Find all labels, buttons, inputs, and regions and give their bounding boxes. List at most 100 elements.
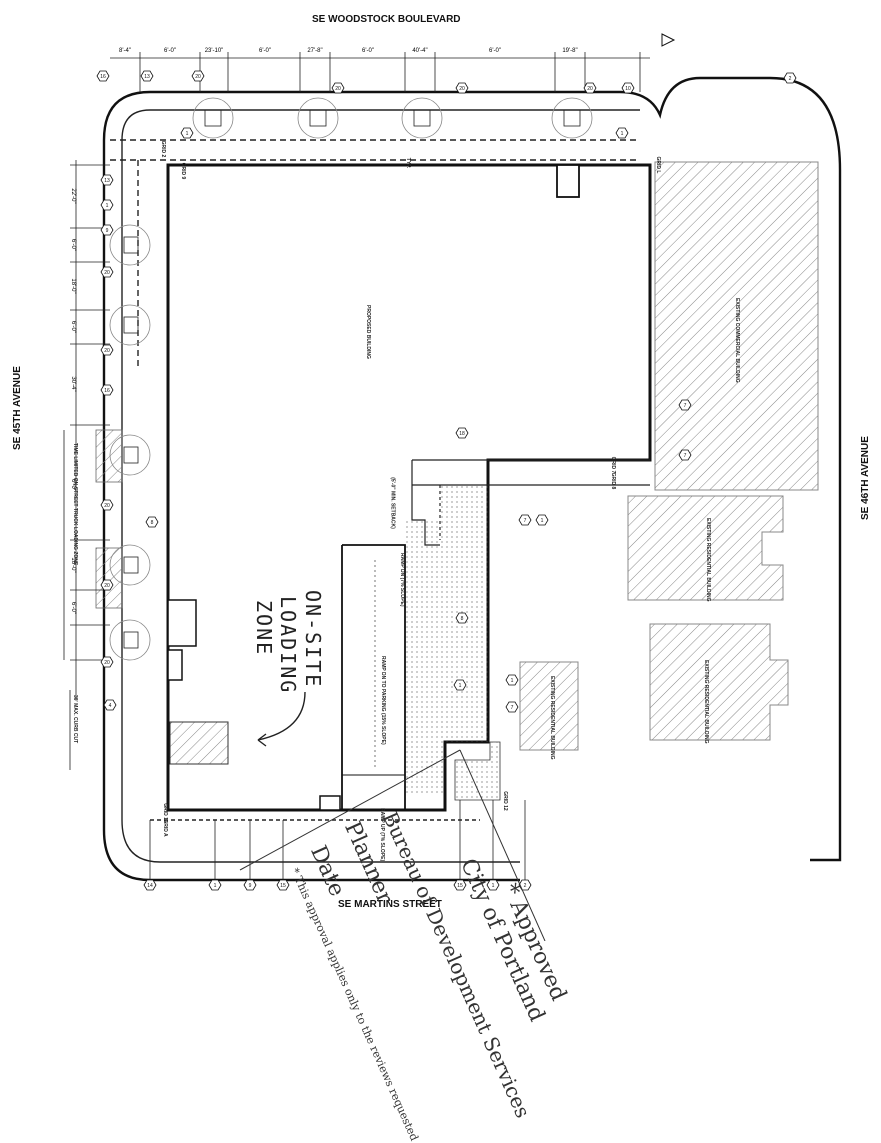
entry-box — [319, 795, 341, 811]
site-plan-drawing: 16 13 20 20 20 20 10 2 13 1 9 20 20 16 2… — [63, 33, 842, 941]
svg-text:4: 4 — [109, 703, 112, 709]
grid-l-label: GRID L — [655, 156, 661, 174]
setback-lines — [411, 459, 650, 546]
svg-text:1: 1 — [541, 518, 544, 524]
svg-text:20: 20 — [587, 86, 593, 92]
handwritten-arrow — [257, 691, 306, 747]
svg-text:20: 20 — [104, 348, 110, 354]
svg-text:7: 7 — [524, 518, 527, 524]
svg-text:1: 1 — [621, 131, 624, 137]
existing-commercial-building — [654, 161, 819, 491]
dimension-text-left: 22'-0" — [70, 188, 76, 203]
svg-text:8: 8 — [151, 520, 154, 526]
dimension-text-left: 6'-0" — [70, 321, 76, 333]
dimension-text-left: 6'-0" — [70, 479, 76, 491]
svg-text:9: 9 — [249, 883, 252, 889]
trash-room — [167, 649, 183, 681]
dimension-text-top: 8'-4" — [119, 48, 131, 54]
svg-text:18: 18 — [459, 431, 465, 437]
courtyard-paving — [405, 485, 488, 795]
svg-text:8: 8 — [461, 616, 464, 622]
leader-lines-bottom — [149, 800, 526, 880]
street-loading-hatch-1 — [95, 429, 123, 483]
approval-stamp-lines — [239, 749, 546, 941]
existing-residential-building-3 — [519, 661, 579, 751]
dimension-text-top: 23'-10" — [205, 48, 224, 54]
street-loading-hatch-2 — [95, 547, 123, 609]
typ-label: TYP. — [405, 157, 411, 169]
dimension-text-left: 6'-0" — [70, 602, 76, 614]
svg-text:1: 1 — [511, 678, 514, 684]
existing-residential-building-1 — [627, 495, 784, 601]
handwritten-loading: LOADING — [276, 596, 300, 695]
svg-text:20: 20 — [195, 74, 201, 80]
dimension-text-top: 27'-8" — [307, 48, 322, 54]
svg-text:15: 15 — [280, 883, 286, 889]
utility-room — [167, 599, 197, 647]
svg-text:20: 20 — [459, 86, 465, 92]
dimension-text-left: 6'-0" — [70, 239, 76, 251]
site-boundary — [102, 76, 842, 882]
sidewalk-lines — [110, 109, 640, 863]
handwritten-zone: ZONE — [252, 600, 276, 657]
loading-zone-label: TIME LIMITED ON-STREET TRUCK LOADING ZON… — [72, 443, 78, 566]
dimension-text-top: 6'-0" — [259, 48, 271, 54]
ramp-parking-label: RAMP DN TO PARKING (15% SLOPE) — [380, 656, 386, 745]
svg-text:20: 20 — [104, 270, 110, 276]
dimension-text-top: 19'-8" — [562, 48, 577, 54]
svg-text:2: 2 — [524, 883, 527, 889]
svg-text:14: 14 — [147, 883, 153, 889]
svg-text:20: 20 — [104, 583, 110, 589]
dimension-text-top: 6'-0" — [362, 48, 374, 54]
stair-box — [556, 164, 580, 198]
svg-text:20: 20 — [104, 503, 110, 509]
ramp-dn-label: RAMP DN (7% SLOPE) — [399, 553, 405, 607]
svg-text:9: 9 — [106, 228, 109, 234]
street-trees-west — [109, 224, 151, 661]
dimension-text-left: 18'-0" — [70, 278, 76, 293]
landscape-strip — [454, 741, 501, 801]
grid-a-label: GRID A — [162, 819, 168, 837]
street-label-west: SE 45TH AVENUE — [12, 366, 23, 450]
dimension-lines-left — [63, 160, 110, 770]
dimension-text-top: 6'-0" — [489, 48, 501, 54]
street-trees-north — [192, 97, 593, 139]
grid-2-label: GRID 2 — [160, 140, 166, 158]
parking-ramp — [341, 544, 406, 810]
svg-text:13: 13 — [104, 178, 110, 184]
setback-label: (5'-0" MIN. SETBACK) — [389, 477, 396, 529]
grid-8-label: GRID 8 — [610, 472, 616, 490]
svg-text:7: 7 — [684, 403, 687, 409]
svg-text:1: 1 — [492, 883, 495, 889]
dimension-text-top: 6'-0" — [164, 48, 176, 54]
svg-text:20: 20 — [104, 660, 110, 666]
on-site-loading-hatch — [169, 721, 229, 765]
svg-text:10: 10 — [625, 86, 631, 92]
handwritten-on-site: ON-SITE — [301, 590, 325, 689]
svg-text:16: 16 — [100, 74, 106, 80]
svg-text:7: 7 — [511, 705, 514, 711]
existing-residential-label-3: EXISTING RESIDENTIAL BUILDING — [549, 676, 555, 760]
svg-text:1: 1 — [459, 683, 462, 689]
svg-text:1: 1 — [214, 883, 217, 889]
svg-text:15: 15 — [457, 883, 463, 889]
svg-text:2: 2 — [789, 76, 792, 82]
svg-text:16: 16 — [104, 388, 110, 394]
street-label-east: SE 46TH AVENUE — [860, 436, 871, 520]
keynote-tags: 16 13 20 20 20 20 10 2 13 1 9 20 20 16 2… — [96, 70, 797, 891]
grid-9-label: GRID 9 — [180, 162, 186, 180]
svg-text:13: 13 — [144, 74, 150, 80]
dimension-text-top: 40'-4" — [412, 48, 427, 54]
existing-residential-label-1: EXISTING RESIDENTIAL BUILDING — [705, 518, 711, 602]
dimension-lines-top — [110, 52, 650, 92]
svg-text:1: 1 — [106, 203, 109, 209]
proposed-building-label: PROPOSED BUILDING — [365, 305, 371, 359]
grid-12-label-right: GRID 12 — [502, 791, 508, 811]
svg-text:20: 20 — [335, 86, 341, 92]
existing-residential-building-2 — [649, 623, 789, 741]
svg-text:1: 1 — [186, 131, 189, 137]
north-arrow-icon — [661, 33, 676, 47]
existing-commercial-label: EXISTING COMMERCIAL BUILDING — [734, 298, 740, 383]
curb-cut-label: 30' MAX. CURB CUT — [72, 695, 78, 744]
street-label-north: SE WOODSTOCK BOULEVARD — [312, 14, 461, 25]
